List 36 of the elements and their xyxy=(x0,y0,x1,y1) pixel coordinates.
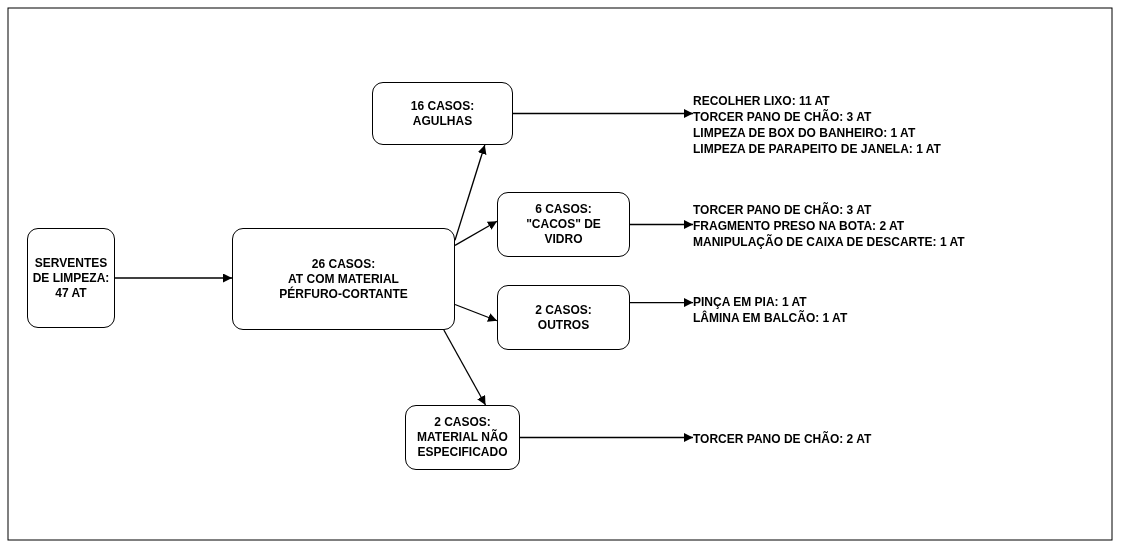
box-text: MATERIAL NÃO ESPECIFICADO xyxy=(416,430,509,460)
box-text: AGULHAS xyxy=(412,113,473,129)
arrow xyxy=(443,329,487,406)
list-item: FRAGMENTO PRESO NA BOTA: 2 AT xyxy=(693,218,905,234)
box-heading: 26 CASOS: xyxy=(311,256,376,272)
box-heading: 2 CASOS: xyxy=(434,415,491,429)
box-text: "CACOS" DE VIDRO xyxy=(525,217,602,247)
box-heading: 6 CASOS: xyxy=(535,202,592,217)
list-item: PINÇA EM PIA: 1 AT xyxy=(693,294,807,310)
arrow xyxy=(629,298,694,308)
process-box xyxy=(497,285,630,350)
arrow xyxy=(454,303,498,322)
arrow xyxy=(454,220,498,246)
box-text: OUTROS xyxy=(537,317,590,333)
list-item: MANIPULAÇÃO DE CAIXA DE DESCARTE: 1 AT xyxy=(693,234,965,250)
arrow xyxy=(114,273,233,283)
list-item: LÂMINA EM BALCÃO: 1 AT xyxy=(693,310,848,326)
process-box xyxy=(27,228,115,328)
process-box xyxy=(405,405,520,470)
arrow xyxy=(512,109,694,118)
box-heading: 16 CASOS: xyxy=(410,98,475,114)
arrow xyxy=(519,433,694,442)
process-box xyxy=(372,82,513,145)
list-item: TORCER PANO DE CHÃO: 2 AT xyxy=(693,430,872,447)
list-item: RECOLHER LIXO: 11 AT xyxy=(693,93,830,109)
list-item: TORCER PANO DE CHÃO: 3 AT xyxy=(693,202,872,218)
box-text: AT COM MATERIAL PÉRFURO-CORTANTE xyxy=(278,271,409,302)
list-item: TORCER PANO DE CHÃO: 3 AT xyxy=(693,109,872,125)
box-heading: SERVENTES DE LIMPEZA: 47 AT xyxy=(31,255,111,301)
box-heading: 2 CASOS: xyxy=(535,302,592,318)
process-box xyxy=(232,228,455,330)
arrow xyxy=(629,220,694,229)
process-box xyxy=(497,192,630,257)
arrow xyxy=(454,144,487,241)
list-item: LIMPEZA DE PARAPEITO DE JANELA: 1 AT xyxy=(693,141,941,157)
list-item: LIMPEZA DE BOX DO BANHEIRO: 1 AT xyxy=(693,125,916,141)
